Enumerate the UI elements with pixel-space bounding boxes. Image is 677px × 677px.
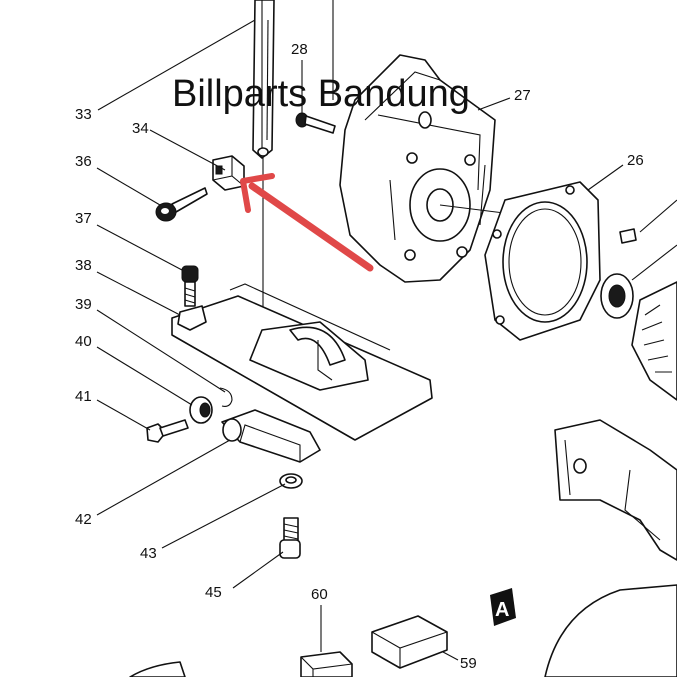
brush-part-60 [300,651,353,677]
fan [631,281,677,401]
part-labels: 26 27 28 33 34 36 37 38 39 40 41 42 43 4… [75,41,644,672]
lever-part-42 [221,409,321,463]
screw-part-28 [295,112,336,134]
label-38: 38 [75,257,92,274]
watermark-text: Billparts Bandung [172,73,470,115]
flange-part-26 [484,181,601,341]
clamp-part-34 [212,155,245,191]
label-34: 34 [132,120,149,137]
pin [619,228,637,244]
handle-section [129,419,677,677]
label-33: 33 [75,106,92,123]
bolt-part-41 [146,419,189,443]
label-36: 36 [75,153,92,170]
screw-part-45 [279,517,301,559]
leader-lines [96,0,677,661]
motor-housing-part-27 [339,54,521,283]
highlight-arrow [240,173,374,272]
bearing [600,273,634,319]
label-28: 28 [291,41,308,58]
label-41: 41 [75,388,92,405]
label-37: 37 [75,210,92,227]
screw-part-37 [181,265,199,307]
label-42: 42 [75,511,92,528]
label-45: 45 [205,584,222,601]
label-59: 59 [460,655,477,672]
label-43: 43 [140,545,157,562]
label-27: 27 [514,87,531,104]
base-plate [171,283,433,441]
label-39: 39 [75,296,92,313]
label-26: 26 [627,152,644,169]
label-60: 60 [311,586,328,603]
block-part-59 [371,615,448,669]
section-callout-a: A [490,588,516,626]
section-label: A [495,599,509,621]
screw-part-36 [155,187,208,222]
washer-part-40 [189,396,213,424]
clip-part-39 [219,387,233,407]
washer-part-43 [279,473,303,489]
label-40: 40 [75,333,92,350]
shaft-part-33 [252,0,275,330]
